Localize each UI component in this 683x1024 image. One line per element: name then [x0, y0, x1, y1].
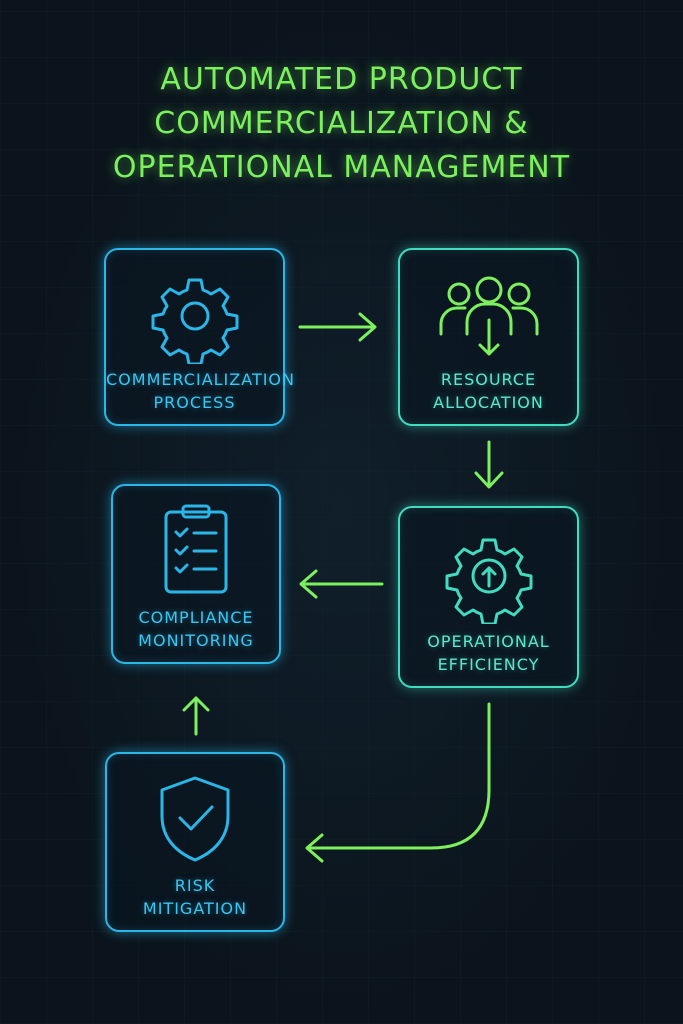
gear-arrow-icon	[445, 538, 532, 624]
node-label-line-2: PROCESS	[153, 393, 236, 412]
arrow-operational-to-risk	[305, 702, 491, 863]
node-label-line-2: ALLOCATION	[433, 393, 544, 412]
arrow-resource-to-operational	[474, 440, 504, 489]
node-label-line-2: MITIGATION	[142, 899, 248, 918]
title-line-3: OPERATIONAL MANAGEMENT	[112, 150, 571, 185]
gear-icon	[151, 278, 238, 364]
arrow-commercialization-to-resource	[298, 312, 377, 342]
node-resource-allocation: RESOURCE ALLOCATION	[398, 248, 579, 426]
title-line-2: COMMERCIALIZATION &	[154, 106, 529, 141]
node-label: COMPLIANCE MONITORING	[113, 606, 279, 652]
arrow-operational-to-compliance	[299, 569, 384, 599]
team-icon	[439, 276, 538, 356]
node-label-line-1: OPERATIONAL	[427, 632, 550, 651]
node-label-line-2: EFFICIENCY	[437, 655, 540, 674]
node-label: OPERATIONAL EFFICIENCY	[400, 630, 577, 676]
node-label: COMMERCIALIZATION PROCESS	[106, 368, 295, 414]
node-label-line-1: RISK	[174, 876, 216, 895]
node-label-line-1: COMMERCIALIZATION	[106, 370, 295, 389]
title-line-1: AUTOMATED PRODUCT	[160, 62, 523, 97]
node-operational-efficiency: OPERATIONAL EFFICIENCY	[398, 506, 579, 688]
node-risk-mitigation: RISK MITIGATION	[105, 752, 285, 932]
node-label: RESOURCE ALLOCATION	[400, 368, 577, 414]
arrow-risk-to-compliance	[182, 696, 210, 736]
node-label-line-1: COMPLIANCE	[138, 608, 254, 627]
node-label-line-1: RESOURCE	[440, 370, 537, 389]
diagram-title: AUTOMATED PRODUCT COMMERCIALIZATION & OP…	[0, 58, 683, 190]
clipboard-checklist-icon	[164, 504, 228, 594]
node-commercialization-process: COMMERCIALIZATION PROCESS	[104, 248, 295, 426]
shield-check-icon	[160, 776, 230, 862]
node-compliance-monitoring: COMPLIANCE MONITORING	[111, 484, 281, 664]
node-label: RISK MITIGATION	[107, 874, 283, 920]
node-label-line-2: MONITORING	[138, 631, 254, 650]
